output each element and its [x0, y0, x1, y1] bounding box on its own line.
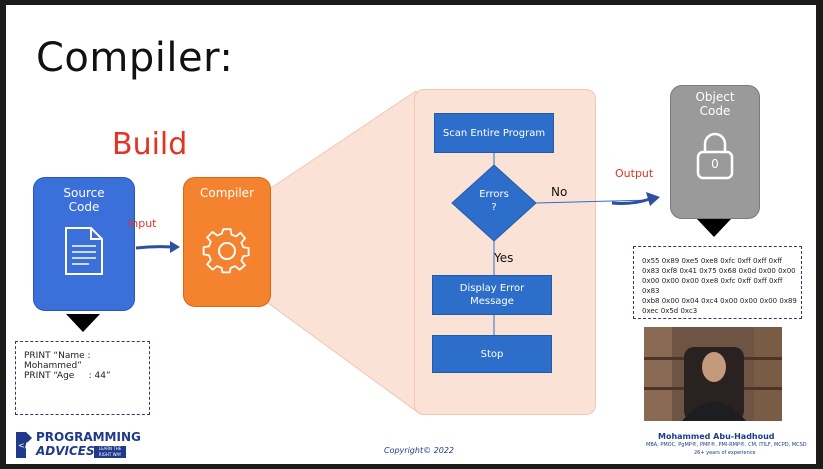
input-label: Input	[128, 217, 157, 230]
object-code-line: 0xb8 0x00 0x04 0xc4 0x00 0x00 0x00 0x89	[642, 297, 797, 305]
brand-name-2: ADVICES	[36, 444, 95, 458]
display-error-step: Display Error Message	[432, 275, 552, 315]
stop-step: Stop	[432, 335, 552, 373]
yes-label: Yes	[494, 251, 514, 265]
presenter-video	[644, 327, 782, 421]
flowchart-lines	[451, 151, 653, 335]
presenter-image	[644, 327, 782, 421]
object-code-caption-2: Code	[699, 104, 731, 118]
errors-label-1: Errors	[479, 189, 509, 200]
input-arrow	[135, 241, 180, 253]
svg-text:</>: </>	[18, 441, 32, 450]
presenter-name: Mohammed Abu-Hadhoud	[658, 432, 775, 441]
source-code-caption-1: Source	[63, 186, 105, 200]
object-code-line: 0x00 0x00 0x00 0xe8 0xfc 0xff 0xff 0xff …	[642, 277, 783, 295]
logo-mark-icon: </>	[16, 432, 32, 458]
compiler-caption: Compiler	[199, 186, 254, 200]
brand-tagline: LEARN THE RIGHT WAY	[94, 446, 126, 458]
source-code-caption-2: Code	[68, 200, 100, 214]
object-pointer-triangle	[697, 219, 731, 237]
presenter-credentials: MBA, PMOC, PgMP®, PMP®, PMI-RMP®, CM, IT…	[646, 442, 807, 448]
object-code-box: Object Code 0	[670, 85, 760, 219]
brand-tagline-2: RIGHT WAY	[98, 452, 122, 457]
source-code-line: PRINT “Age : 44”	[24, 371, 111, 381]
document-icon	[65, 227, 103, 275]
object-code-caption-1: Object	[695, 90, 735, 104]
errors-decision-diamond	[451, 164, 537, 242]
no-label: No	[551, 185, 568, 199]
errors-label-2: ?	[491, 202, 497, 213]
copyright-text: Copyright© 2022	[384, 446, 454, 455]
lock-icon	[696, 132, 734, 180]
lock-digit: 0	[711, 157, 719, 171]
object-code-listing: 0x55 0x89 0xe5 0xe8 0xfc 0xff 0xff 0xff …	[633, 246, 802, 319]
source-code-listing: PRINT “Name : Mohammed” PRINT “Age : 44”	[15, 341, 150, 415]
errors-decision-label: Errors ?	[458, 188, 530, 214]
scan-program-step: Scan Entire Program	[434, 113, 554, 153]
source-code-box: Source Code	[33, 177, 135, 311]
compiler-box: Compiler	[183, 177, 271, 307]
object-code-line: 0x55 0x89 0xe5 0xe8 0xfc 0xff 0xff 0xff	[642, 257, 783, 265]
source-pointer-triangle	[66, 314, 100, 332]
display-error-label-1: Display Error	[459, 283, 525, 294]
slide-title: Compiler:	[36, 35, 234, 81]
source-code-line: PRINT “Name : Mohammed”	[24, 351, 91, 371]
brand-name-1: PROGRAMMING	[36, 430, 141, 444]
slide: Compiler: Build Source Code PRINT “Name …	[6, 5, 816, 464]
presenter-experience: 26+ years of experience	[694, 450, 756, 456]
output-arrow	[611, 192, 660, 206]
gear-icon	[202, 228, 250, 274]
brand-tagline-1: LEARN THE	[98, 446, 122, 451]
object-code-line: 0xec 0x5d 0xc3	[642, 307, 698, 315]
display-error-label-2: Message	[470, 296, 514, 307]
output-label: Output	[615, 167, 654, 180]
object-code-line: 0x83 0xf8 0x41 0x75 0x68 0x0d 0x00 0x00	[642, 267, 796, 275]
build-label: Build	[112, 127, 188, 162]
